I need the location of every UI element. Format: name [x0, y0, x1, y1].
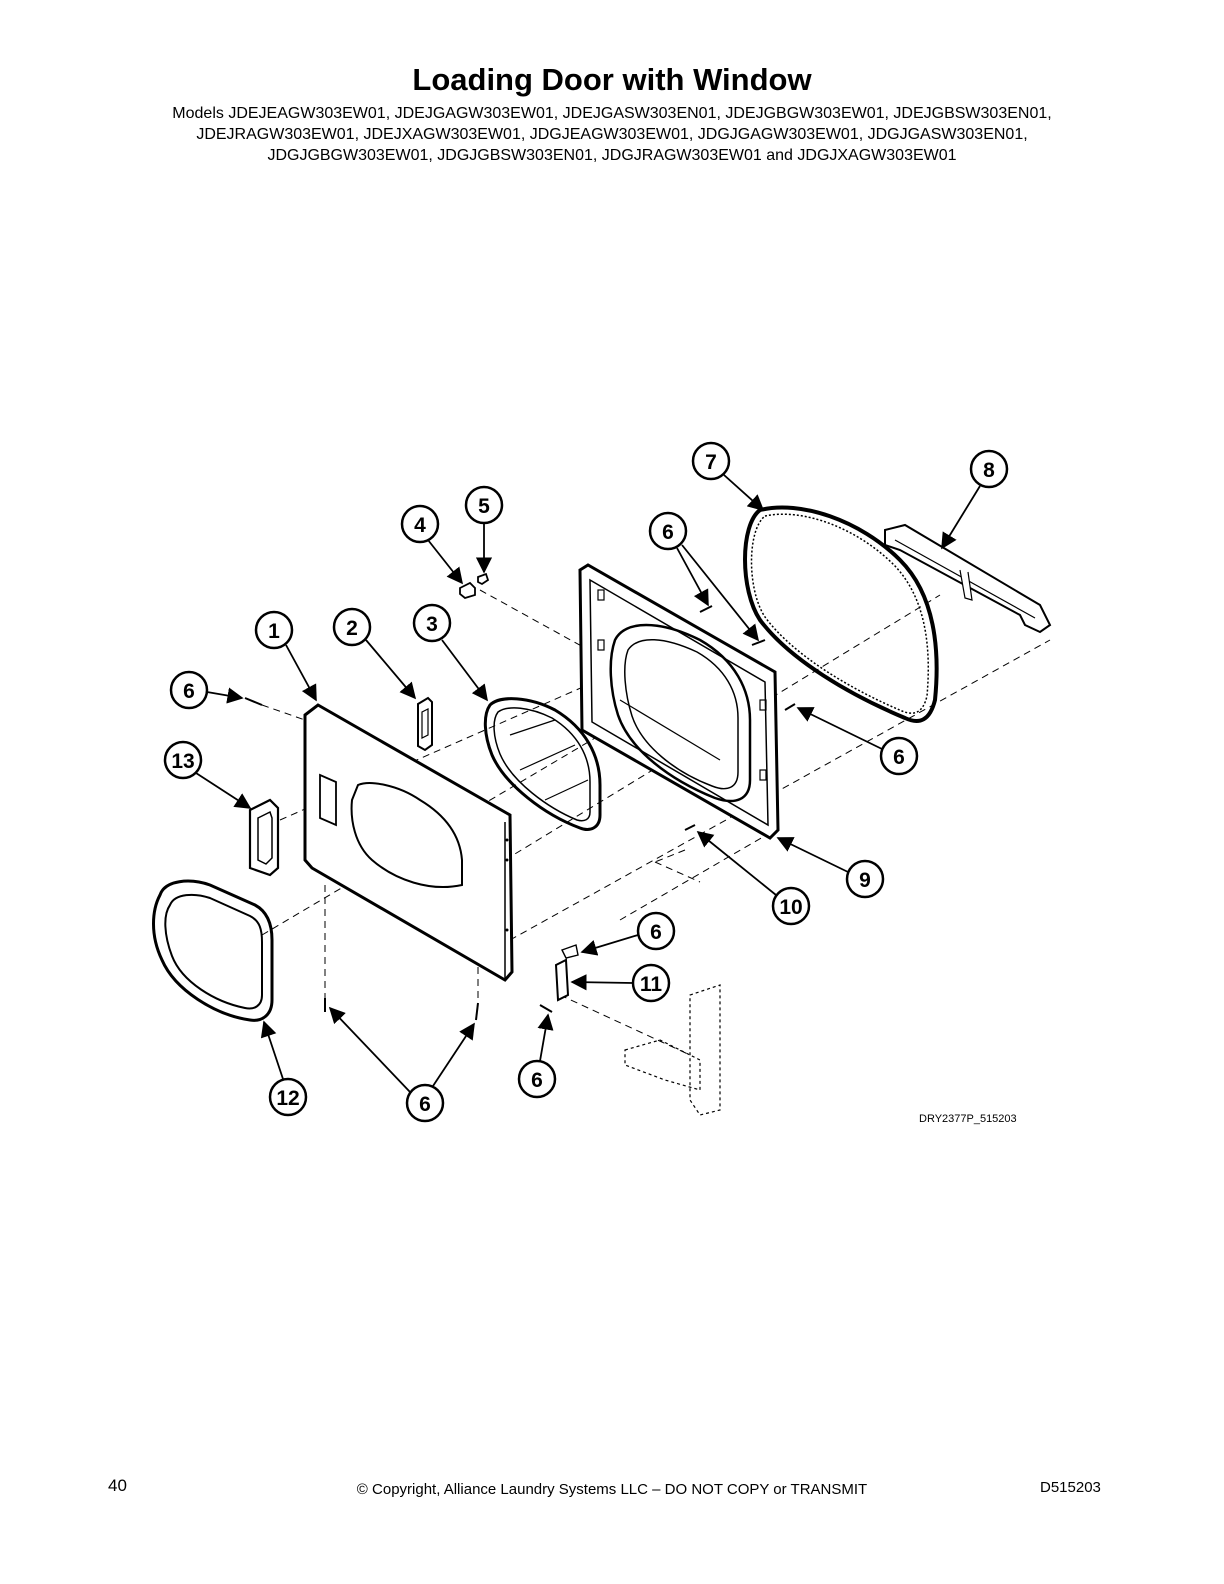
- callout-13: 13: [163, 740, 252, 809]
- callout-1: 1: [254, 610, 317, 702]
- models-line: JDEJRAGW303EW01, JDEJXAGW303EW01, JDGJEA…: [196, 126, 1028, 143]
- svg-text:5: 5: [478, 495, 490, 518]
- svg-text:9: 9: [859, 869, 871, 892]
- svg-text:6: 6: [419, 1093, 431, 1116]
- models-line: JDGJGBGW303EW01, JDGJGBSW303EN01, JDGJRA…: [267, 147, 957, 164]
- callout-12: 12: [260, 1020, 308, 1117]
- svg-text:6: 6: [650, 921, 662, 944]
- callout-8: 8: [941, 449, 1009, 550]
- document-id: D515203: [1040, 1479, 1101, 1496]
- inner-door-panel: [578, 563, 780, 840]
- callouts: 1 2 3 4 5 6 6 6 6 6 6 6 7 8 9 10 11 12 1…: [163, 441, 1009, 1123]
- callout-6-bottom: 6: [328, 1006, 475, 1123]
- svg-text:13: 13: [171, 750, 194, 773]
- models-list: Models JDEJEAGW303EW01, JDEJGAGW303EW01,…: [0, 103, 1224, 166]
- page-number: 40: [108, 1476, 127, 1495]
- callout-6-hinge-bottom: 6: [517, 1013, 557, 1099]
- callout-2: 2: [332, 607, 417, 700]
- callout-10: 10: [696, 830, 811, 926]
- models-line: Models JDEJEAGW303EW01, JDEJGAGW303EW01,…: [172, 105, 1052, 122]
- callout-6-right: 6: [796, 707, 919, 776]
- svg-text:12: 12: [276, 1087, 299, 1110]
- callout-9: 9: [776, 837, 885, 899]
- screws: [244, 605, 796, 1021]
- svg-text:6: 6: [183, 680, 195, 703]
- door-handle-insert: [248, 798, 280, 877]
- svg-text:6: 6: [893, 746, 905, 769]
- door-pull-handle: [884, 523, 1052, 634]
- callout-5: 5: [464, 485, 504, 574]
- callout-11: 11: [570, 963, 671, 1003]
- callout-6-top: 6: [648, 511, 760, 642]
- inner-glass-window: [483, 697, 602, 831]
- outer-door-panel: [303, 703, 514, 982]
- cabinet-frame-section: [624, 984, 721, 1116]
- callout-6-left: 6: [169, 670, 244, 710]
- svg-text:8: 8: [983, 459, 995, 482]
- svg-text:6: 6: [531, 1069, 543, 1092]
- copyright-notice: © Copyright, Alliance Laundry Systems LL…: [356, 1481, 868, 1498]
- svg-text:7: 7: [705, 451, 717, 474]
- door-trim-ring: [152, 879, 274, 1022]
- page-title: Loading Door with Window: [412, 62, 812, 97]
- svg-text:4: 4: [414, 514, 426, 537]
- svg-text:6: 6: [662, 521, 674, 544]
- door-hinge-bracket: [417, 696, 433, 752]
- svg-text:11: 11: [640, 973, 663, 996]
- callout-6-hinge-top: 6: [580, 911, 676, 956]
- callout-7: 7: [691, 441, 765, 512]
- door-gasket: [743, 505, 939, 723]
- door-latch: [459, 581, 476, 599]
- svg-text:1: 1: [268, 620, 280, 643]
- svg-text:2: 2: [346, 617, 358, 640]
- svg-text:10: 10: [779, 896, 802, 919]
- cabinet-hinge: [554, 944, 579, 1002]
- callout-4: 4: [400, 504, 464, 585]
- diagram-reference-code: DRY2377P_515203: [919, 1113, 1017, 1125]
- latch-clip: [477, 572, 490, 586]
- svg-text:3: 3: [426, 613, 438, 636]
- callout-3: 3: [412, 603, 488, 702]
